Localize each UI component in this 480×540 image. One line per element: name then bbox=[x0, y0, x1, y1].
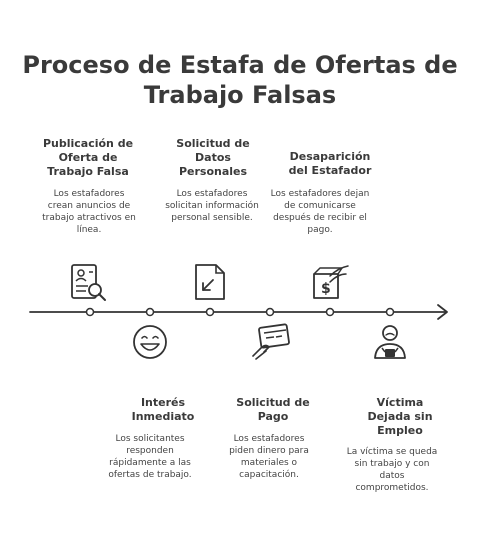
job-post-search-icon bbox=[71, 264, 106, 301]
step-5-desc: Los estafadores dejan de comunicarse des… bbox=[270, 189, 370, 235]
timeline-node-3 bbox=[205, 307, 215, 317]
svg-text:$: $ bbox=[321, 281, 331, 297]
step-1-desc: Los estafadores crean anuncios de trabaj… bbox=[42, 189, 136, 235]
step-3-desc: Los estafadores solicitan información pe… bbox=[165, 189, 259, 223]
step-3-title: Solicitud de Datos Personales bbox=[176, 137, 250, 178]
title-line-2: Trabajo Falsas bbox=[143, 81, 337, 109]
timeline-node-4 bbox=[265, 307, 275, 317]
step-5-title: Desaparición del Estafador bbox=[288, 150, 372, 177]
money-hand-icon: $ bbox=[313, 265, 349, 299]
timeline-node-1 bbox=[85, 307, 95, 317]
timeline-node-6 bbox=[385, 307, 395, 317]
step-4-desc: Los estafadores piden dinero para materi… bbox=[229, 434, 309, 480]
step-6-title: Víctima Dejada sin Empleo bbox=[367, 396, 433, 437]
step-4-title: Solicitud de Pago bbox=[236, 396, 310, 423]
step-6-desc: La víctima se queda sin trabajo y con da… bbox=[346, 447, 438, 493]
timeline-arrowhead bbox=[437, 304, 448, 320]
timeline-node-5 bbox=[325, 307, 335, 317]
timeline-node-2 bbox=[145, 307, 155, 317]
payment-card-icon bbox=[252, 323, 290, 360]
title-line-1: Proceso de Estafa de Ofertas de bbox=[22, 51, 458, 79]
document-arrow-icon bbox=[195, 264, 225, 300]
smiley-face-icon bbox=[133, 325, 167, 359]
step-1-title: Publicación de Oferta de Trabajo Falsa bbox=[42, 137, 134, 178]
sad-person-icon bbox=[374, 325, 406, 359]
diagram-title: Proceso de Estafa de Ofertas de Trabajo … bbox=[0, 50, 480, 110]
step-2-title: Interés Inmediato bbox=[131, 396, 195, 423]
step-2-desc: Los solicitantes responden rápidamente a… bbox=[108, 434, 192, 480]
